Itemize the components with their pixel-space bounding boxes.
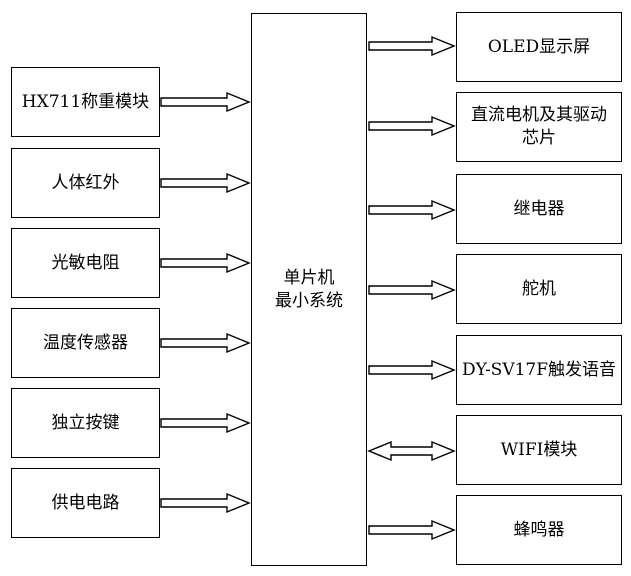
output-label-line1: 蜂鸣器 [513, 519, 565, 540]
input-module-pir: 人体红外 [11, 148, 160, 218]
output-module-relay: 继电器 [456, 174, 622, 244]
input-arrow-3 [160, 332, 251, 354]
output-label-line1: WIFI模块 [500, 439, 578, 460]
input-arrow-0 [160, 91, 251, 113]
input-label: 光敏电阻 [51, 252, 120, 273]
input-module-keys: 独立按键 [11, 388, 160, 458]
output-module-wifi: WIFI模块 [456, 415, 622, 485]
mcu-minimum-system: 单片机 最小系统 [251, 13, 367, 566]
input-arrow-4 [160, 412, 251, 434]
input-label: HX711称重模块 [21, 91, 150, 112]
bidirectional-arrow-5 [367, 440, 456, 462]
input-module-photoresistor: 光敏电阻 [11, 228, 160, 298]
output-label-line1: 舵机 [522, 278, 556, 299]
input-arrow-5 [160, 492, 251, 514]
output-label-line1: DY-SV17F触发语音 [461, 359, 617, 380]
output-arrow-0 [368, 35, 456, 57]
output-arrow-4 [368, 359, 456, 381]
output-label-line1: OLED显示屏 [487, 36, 591, 57]
output-module-voice: DY-SV17F触发语音 [456, 335, 622, 405]
output-arrow-2 [368, 199, 456, 221]
output-label-line1: 继电器 [513, 198, 565, 219]
mcu-label-line2: 最小系统 [275, 290, 343, 311]
output-module-dc-motor: 直流电机及其驱动 芯片 [456, 92, 622, 162]
input-label: 独立按键 [51, 412, 120, 433]
output-arrow-3 [368, 279, 456, 301]
input-module-hx711: HX711称重模块 [11, 67, 160, 137]
input-arrow-1 [160, 172, 251, 194]
input-module-power: 供电电路 [11, 468, 160, 538]
output-arrow-6 [368, 519, 456, 541]
output-label-line1: 直流电机及其驱动 [471, 105, 607, 125]
input-module-temperature: 温度传感器 [11, 308, 160, 378]
input-label: 供电电路 [51, 492, 120, 513]
mcu-label-line1: 单片机 [283, 267, 335, 288]
output-module-servo: 舵机 [456, 254, 622, 324]
input-arrow-2 [160, 252, 251, 274]
input-label: 人体红外 [51, 172, 120, 193]
input-label: 温度传感器 [43, 332, 128, 353]
output-arrow-1 [368, 115, 456, 137]
output-module-oled: OLED显示屏 [456, 12, 622, 82]
output-module-buzzer: 蜂鸣器 [456, 495, 622, 565]
output-label-line2: 芯片 [522, 128, 556, 148]
